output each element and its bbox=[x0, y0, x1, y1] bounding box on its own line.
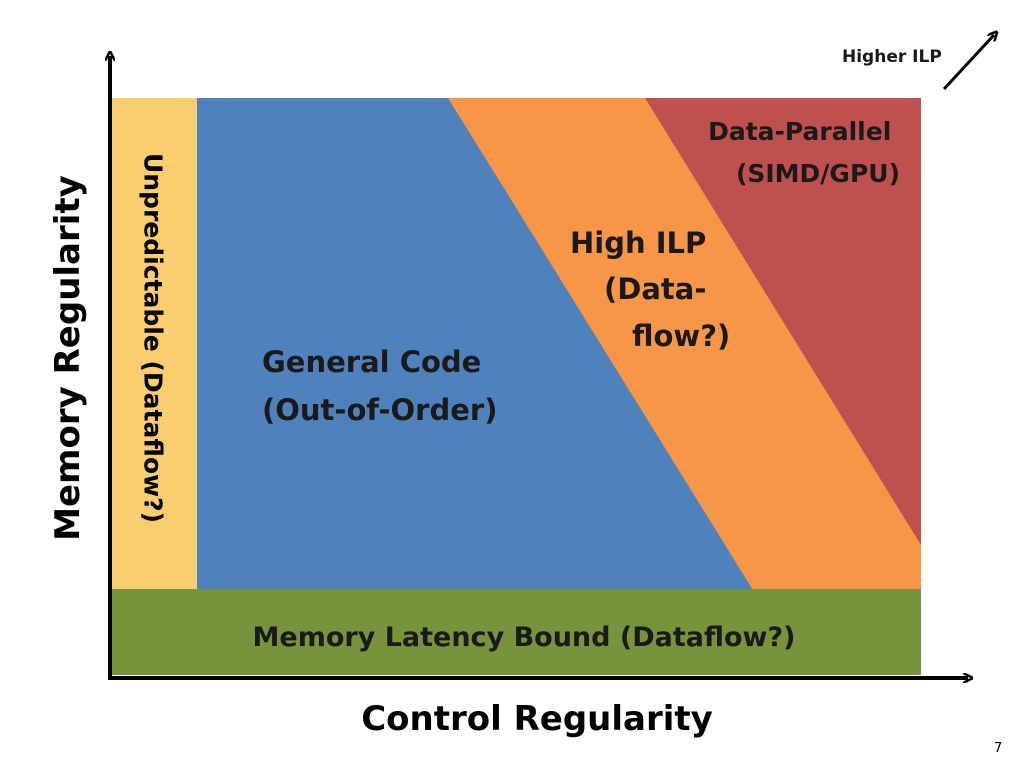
data-parallel-line-1: Data-Parallel bbox=[708, 117, 891, 146]
general-code-line-2: (Out-of-Order) bbox=[262, 393, 497, 427]
data-parallel-region bbox=[645, 98, 921, 545]
x-axis-label: Control Regularity bbox=[361, 699, 713, 739]
higher-ilp-arrow bbox=[942, 35, 994, 91]
high-ilp-line-3: flow?) bbox=[632, 319, 730, 353]
data-parallel-line-2: (SIMD/GPU) bbox=[736, 159, 900, 188]
data-parallel-label: Data-Parallel (SIMD/GPU) bbox=[708, 117, 900, 188]
y-axis-label: Memory Regularity bbox=[48, 175, 88, 541]
higher-ilp-label: Higher ILP bbox=[842, 47, 942, 67]
memory-latency-region bbox=[112, 589, 921, 675]
general-code-label: General Code (Out-of-Order) bbox=[262, 345, 497, 427]
memory-latency-label: Memory Latency Bound (Dataflow?) bbox=[253, 622, 796, 653]
high-ilp-line-1: High ILP bbox=[570, 226, 706, 260]
unpredictable-label: Unpredictable (Dataflow?) bbox=[138, 152, 168, 524]
unpredictable-region bbox=[112, 98, 198, 590]
page-number: 7 bbox=[994, 741, 1003, 756]
general-code-line-1: General Code bbox=[262, 345, 481, 379]
high-ilp-label: High ILP (Data- flow?) bbox=[570, 226, 730, 353]
high-ilp-line-2: (Data- bbox=[604, 272, 706, 306]
